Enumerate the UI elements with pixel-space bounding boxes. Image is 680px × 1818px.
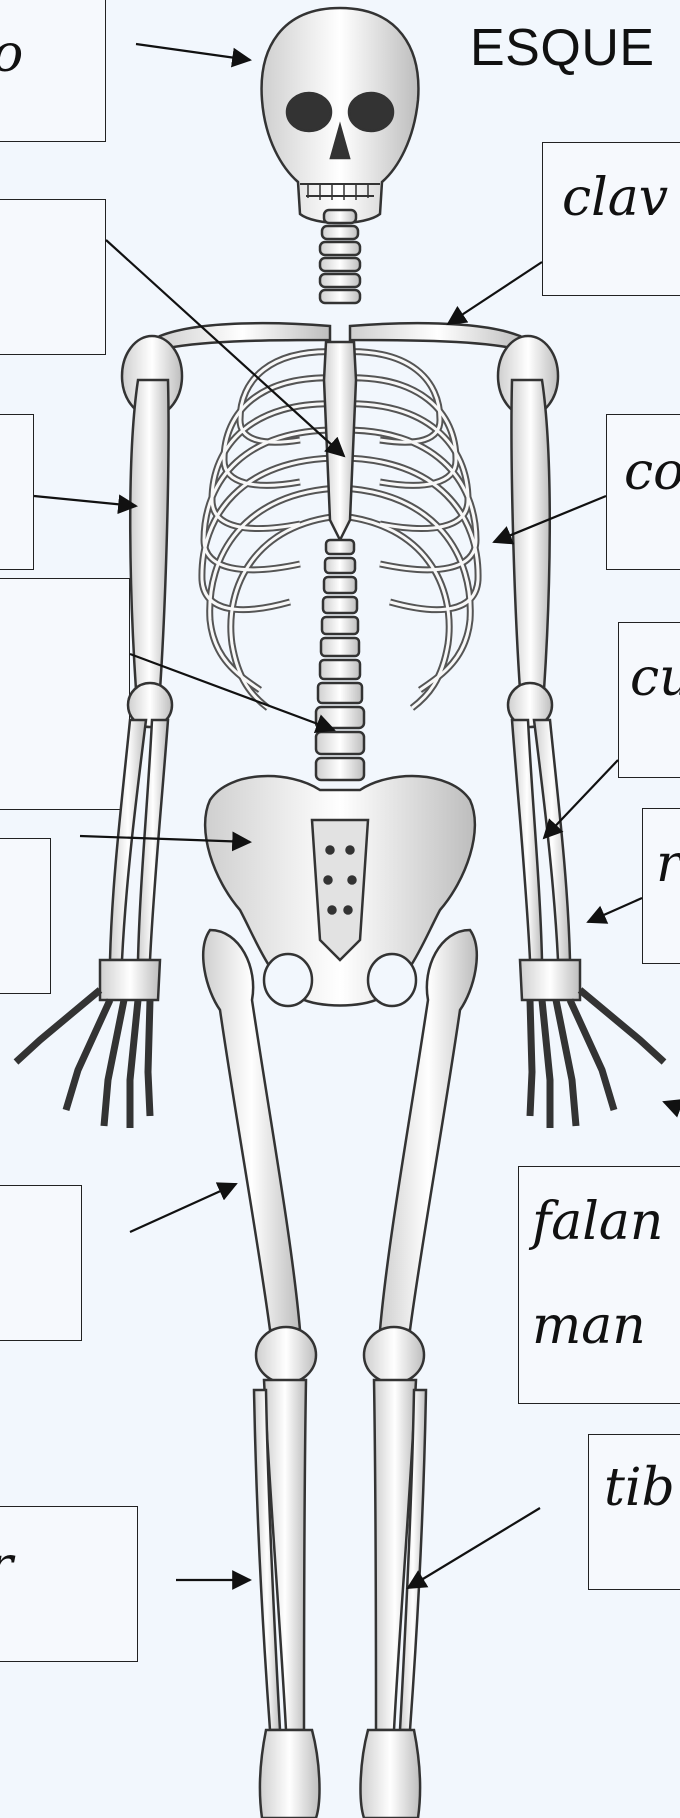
- cervical-spine: [320, 210, 360, 303]
- arrow-humerus: [34, 496, 136, 506]
- arrow-radius: [588, 898, 642, 922]
- knee-left: [256, 1327, 316, 1383]
- spine: [316, 540, 364, 780]
- arrow-tibia: [408, 1508, 540, 1588]
- arrow-clavicle: [448, 262, 542, 324]
- arrow-femur: [130, 1184, 236, 1232]
- knee-right: [364, 1327, 424, 1383]
- hand-right: [520, 960, 664, 1128]
- humerus-right: [511, 380, 549, 690]
- clavicle-right: [350, 323, 525, 348]
- arrow-skull: [136, 44, 250, 60]
- clavicle-left: [155, 323, 330, 348]
- foot-left: [260, 1730, 320, 1818]
- arrow-phalanges: [664, 1102, 680, 1108]
- skull: [262, 8, 419, 223]
- humerus-left: [130, 380, 168, 690]
- hand-left: [16, 960, 160, 1128]
- foot-right: [361, 1730, 421, 1818]
- skeleton-figure: [16, 8, 664, 1818]
